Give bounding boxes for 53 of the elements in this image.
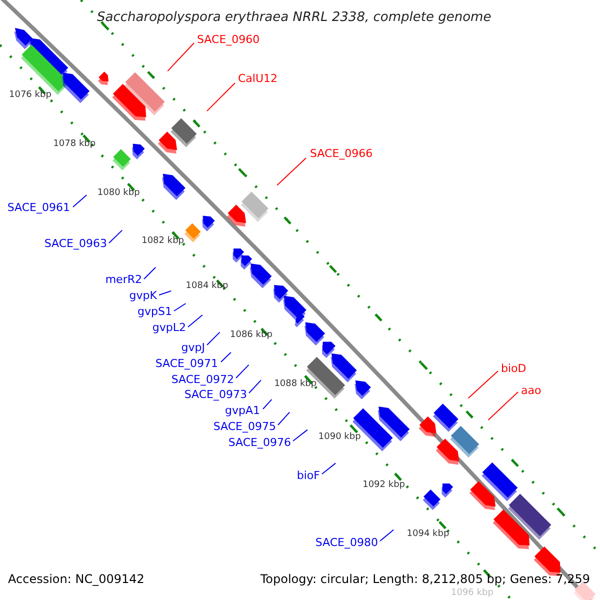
leader-line [144, 266, 156, 280]
gene-label: SACE_0961 [7, 202, 70, 213]
gene-label: SACE_0966 [310, 148, 373, 159]
leader-line [248, 380, 262, 394]
accession-note: Accession: NC_009142 [8, 573, 144, 585]
gene-label: gvpJ [181, 342, 205, 353]
gene-label: SACE_0972 [171, 374, 234, 385]
scale-label: 1086 kbp [230, 331, 272, 340]
genome-stats-note: Topology: circular; Length: 8,212,805 bp; Genes: 7,259 [260, 573, 590, 585]
leader-line [236, 364, 250, 378]
leader-line [206, 82, 236, 112]
leader-line [72, 194, 88, 208]
gene-label: bioF [296, 470, 320, 481]
gene-label: aao [521, 385, 542, 396]
gene-label: SACE_0963 [44, 238, 107, 249]
scale-label: 1076 kbp [9, 91, 52, 100]
leader-line [220, 352, 232, 362]
gene-label: SACE_0975 [213, 421, 276, 432]
leader-line [188, 314, 203, 328]
gene-label: merR2 [105, 274, 142, 285]
leader-line [262, 398, 272, 410]
gene-label: SACE_0976 [228, 437, 291, 448]
gene-label: gvpA1 [225, 405, 260, 416]
scale-label: 1088 kbp [274, 380, 317, 389]
leader-line [158, 290, 172, 296]
gene-label: gvpS1 [138, 306, 172, 317]
map-title: Saccharopolyspora erythraea NRRL 2338, complete genome [97, 11, 492, 24]
leader-line [167, 42, 194, 72]
gene-label: gvpL2 [152, 322, 186, 333]
gene-label: SACE_0973 [184, 389, 247, 400]
leader-line [108, 230, 123, 244]
leader-line [174, 303, 186, 312]
gene-label: gvpK [129, 290, 157, 301]
gene-label: SACE_0971 [155, 358, 218, 369]
scale-label: 1090 kbp [318, 432, 361, 442]
leader-line [292, 429, 308, 442]
gene-label: CalU12 [238, 73, 278, 84]
scale-label: 1094 kbp [406, 530, 450, 540]
leader-line [468, 370, 498, 399]
leader-line [278, 412, 290, 426]
gene-label: bioD [501, 363, 526, 374]
scale-label: 1082 kbp [142, 237, 184, 246]
gene-label: SACE_0960 [197, 34, 260, 45]
scale-label: 1096 kbp [451, 589, 494, 598]
leader-line [380, 529, 394, 542]
leader-line [206, 332, 220, 346]
gene-label: SACE_0980 [315, 537, 378, 548]
leader-line [322, 462, 336, 474]
leader-line [488, 392, 518, 421]
scale-label: 1092 kbp [362, 481, 405, 490]
scale-label: 1080 kbp [97, 188, 140, 198]
leader-line [276, 158, 306, 186]
scale-label: 1078 kbp [53, 140, 96, 149]
